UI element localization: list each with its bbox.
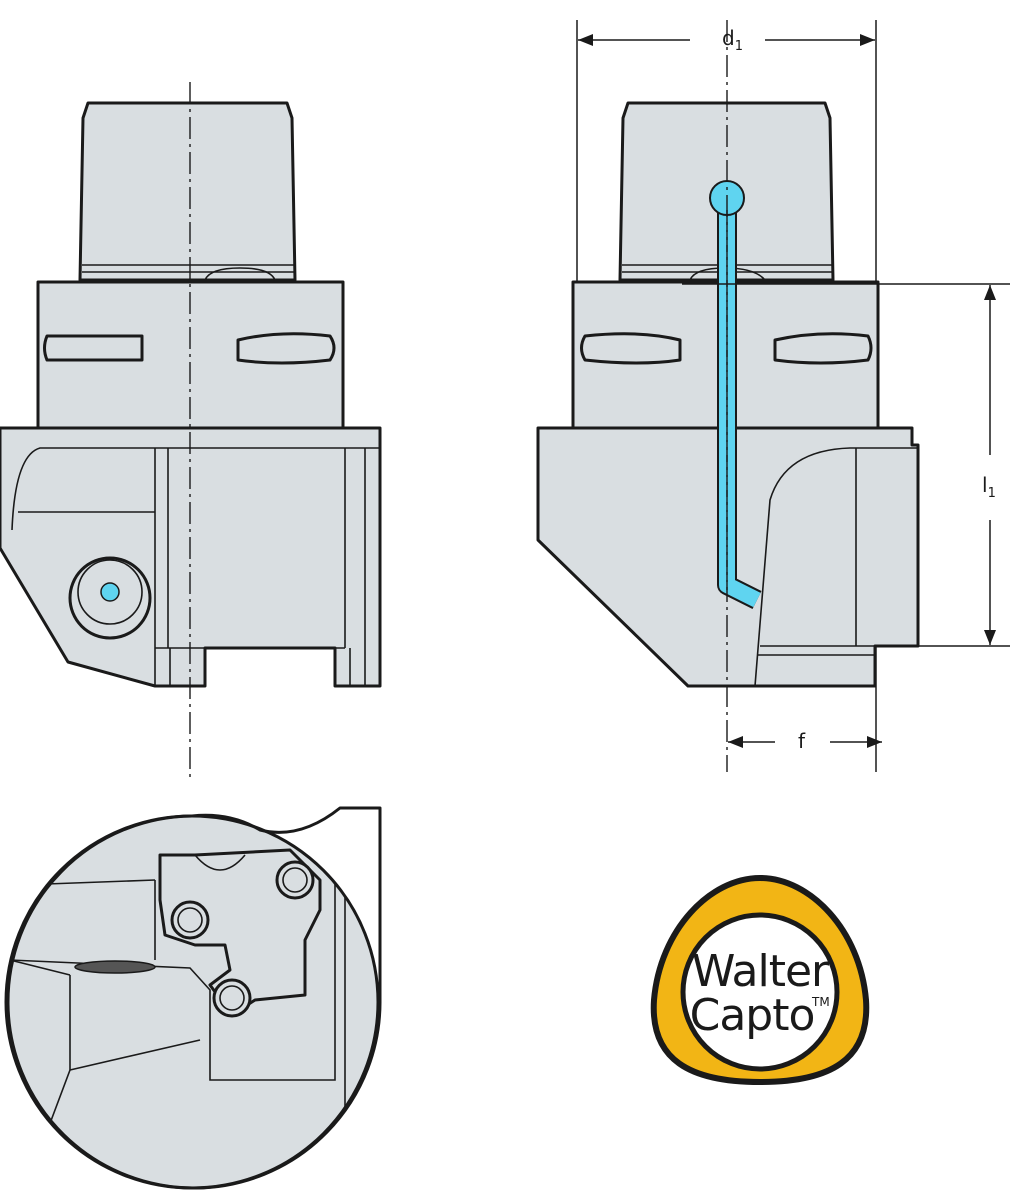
svg-text:d1: d1 xyxy=(722,26,743,54)
slot-left xyxy=(580,332,682,365)
capto-shank xyxy=(78,101,297,282)
slot-right xyxy=(773,332,873,365)
dimension-f: f xyxy=(728,646,882,772)
front-view xyxy=(0,82,382,778)
top-detail-view xyxy=(4,806,382,1190)
logo-trademark: TM xyxy=(811,995,830,1009)
d1-label: d xyxy=(722,26,735,50)
side-view: d1 l1 f xyxy=(536,20,1010,772)
f-label: f xyxy=(798,729,806,753)
walter-capto-logo: Walter Capto TM xyxy=(650,874,870,1086)
dimension-d1: d1 xyxy=(576,20,877,282)
l1-label: l xyxy=(982,473,988,497)
slot-left xyxy=(43,334,144,362)
logo-line1: Walter xyxy=(692,946,830,997)
slot-right xyxy=(236,332,336,365)
dimension-l1: l1 xyxy=(682,283,1010,647)
svg-text:l1: l1 xyxy=(982,473,996,501)
logo-line2: Capto xyxy=(690,990,815,1041)
coolant-outlet xyxy=(100,582,120,602)
